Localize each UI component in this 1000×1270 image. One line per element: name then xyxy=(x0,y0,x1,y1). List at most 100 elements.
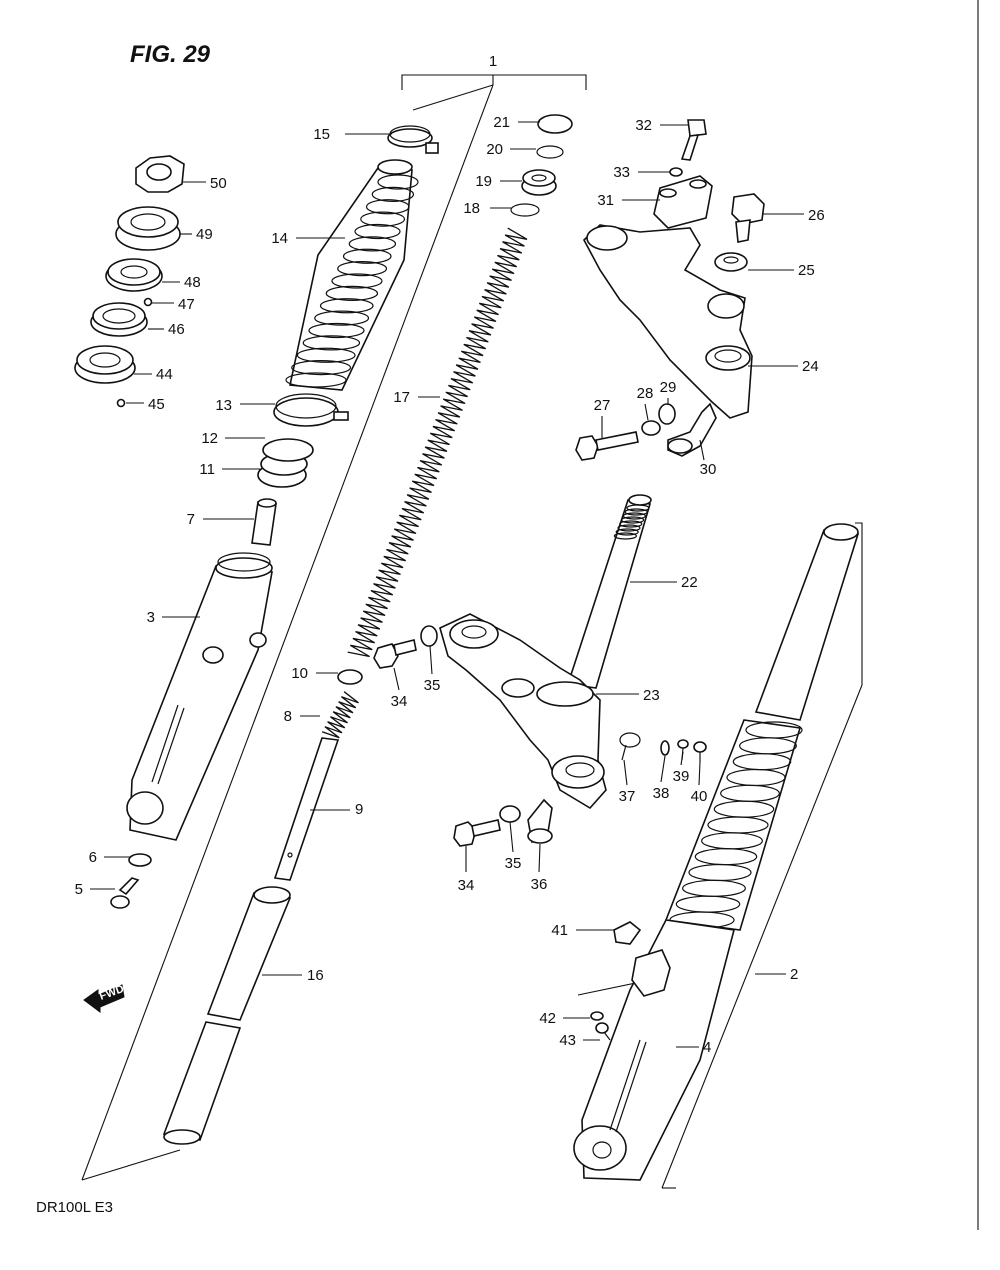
part-number-p35a: 35 xyxy=(424,677,441,694)
part-45-ball xyxy=(116,398,126,408)
part-number-p4: 4 xyxy=(703,1039,711,1056)
part-number-p34a: 34 xyxy=(391,693,408,710)
part-28-washer xyxy=(641,420,661,436)
part-number-p6: 6 xyxy=(89,849,97,866)
part-number-p7: 7 xyxy=(187,511,195,528)
part-46-race xyxy=(90,302,148,337)
part-number-p36: 36 xyxy=(531,876,548,893)
leader-line-p34a xyxy=(393,667,400,691)
part-number-p17: 17 xyxy=(393,389,410,406)
leader-line-p39 xyxy=(680,751,684,766)
part-number-p30: 30 xyxy=(700,461,717,478)
model-label: DR100L E3 xyxy=(36,1199,113,1216)
part-number-p44: 44 xyxy=(156,366,173,383)
part-29-washer xyxy=(658,403,676,425)
part-number-p20: 20 xyxy=(486,141,503,158)
leader-line-p36 xyxy=(538,843,541,873)
part-number-p26: 26 xyxy=(808,207,825,224)
part-40-screw xyxy=(693,741,707,762)
part-number-p41: 41 xyxy=(551,922,568,939)
part-number-p37: 37 xyxy=(619,788,636,805)
part-23-lower-bracket xyxy=(439,613,607,810)
part-number-p14: 14 xyxy=(271,230,288,247)
part-number-p5: 5 xyxy=(75,881,83,898)
part-16-inner-tube-left xyxy=(162,886,292,1145)
part-number-p25: 25 xyxy=(798,262,815,279)
part-number-p16: 16 xyxy=(307,967,324,984)
part-4-lower-right-mount xyxy=(631,949,671,997)
part-30-guide xyxy=(667,402,717,457)
figure-label: FIG. 29 xyxy=(130,41,211,68)
part-43-screw xyxy=(595,1022,611,1041)
part-35-washer-lower xyxy=(499,805,521,823)
part-39-screw xyxy=(677,739,689,761)
part-number-p31: 31 xyxy=(597,192,614,209)
part-22-steering-stem xyxy=(566,494,652,689)
part-13-clamp xyxy=(273,393,349,427)
leader-line-p35a xyxy=(429,645,433,675)
part-33-washer xyxy=(669,167,683,177)
leader-line-p38 xyxy=(660,755,666,783)
part-18-o-ring xyxy=(510,203,540,217)
part-17-fork-spring xyxy=(347,227,528,658)
part-10-ring xyxy=(337,669,363,685)
part-number-p15: 15 xyxy=(313,126,330,143)
part-12-ring xyxy=(262,438,314,462)
part-number-p45: 45 xyxy=(148,396,165,413)
part-number-p10: 10 xyxy=(291,665,308,682)
part-6-washer xyxy=(128,853,152,867)
part-8-rebound-spring xyxy=(321,691,359,739)
part-number-p11: 11 xyxy=(199,461,215,478)
part-number-p9: 9 xyxy=(355,801,363,818)
part-number-p13: 13 xyxy=(215,397,232,414)
part-number-p8: 8 xyxy=(284,708,292,725)
part-31-holder xyxy=(653,175,713,229)
part-24-upper-bracket xyxy=(583,224,753,419)
leader-line-p40 xyxy=(698,761,701,786)
part-number-p24: 24 xyxy=(802,358,819,375)
part-2-fork-assembly-right xyxy=(573,523,860,1181)
part-3-outer-tube-left xyxy=(126,552,273,841)
leader-line-p35b xyxy=(509,821,514,853)
leader-line-p28 xyxy=(644,403,649,421)
part-number-p33: 33 xyxy=(613,164,630,181)
part-19-spacer xyxy=(521,169,557,196)
part-49-seal xyxy=(115,206,181,251)
part-number-p49: 49 xyxy=(196,226,213,243)
part-37-clamp xyxy=(619,732,641,761)
part-number-p32: 32 xyxy=(635,117,652,134)
part-number-p34b: 34 xyxy=(458,877,475,894)
assembly-bracket-left xyxy=(81,74,587,1181)
part-5-bolt xyxy=(110,877,140,909)
part-15-clamp xyxy=(387,125,439,154)
part-number-p39: 39 xyxy=(673,768,690,785)
part-number-callouts: 1152120191814131211731710891665504948474… xyxy=(75,53,825,1056)
part-number-p3: 3 xyxy=(147,609,155,626)
part-number-p38: 38 xyxy=(653,785,670,802)
part-44-dust-seal xyxy=(74,345,136,384)
part-32-bolt xyxy=(680,119,707,161)
part-26-bolt xyxy=(731,193,765,243)
part-number-p2: 2 xyxy=(790,966,798,983)
part-14-fork-boot xyxy=(285,159,419,391)
part-number-p42: 42 xyxy=(539,1010,556,1027)
part-47-ball xyxy=(143,297,153,307)
part-number-p27: 27 xyxy=(594,397,611,414)
fwd-arrow: FWD xyxy=(83,983,126,1013)
part-number-p43: 43 xyxy=(559,1032,576,1049)
part-number-p50: 50 xyxy=(210,175,227,192)
part-number-p18: 18 xyxy=(463,200,480,217)
part-50-nut xyxy=(135,155,185,193)
part-number-p29: 29 xyxy=(660,379,677,396)
part-42-washer xyxy=(590,1011,604,1021)
part-number-p46: 46 xyxy=(168,321,185,338)
part-number-p48: 48 xyxy=(184,274,201,291)
part-48-washer xyxy=(105,258,163,292)
part-number-p12: 12 xyxy=(201,430,218,447)
part-number-p40: 40 xyxy=(691,788,708,805)
part-number-p23: 23 xyxy=(643,687,660,704)
part-27-bolt xyxy=(575,431,639,461)
part-36-guide xyxy=(527,798,553,844)
part-number-p35b: 35 xyxy=(505,855,522,872)
